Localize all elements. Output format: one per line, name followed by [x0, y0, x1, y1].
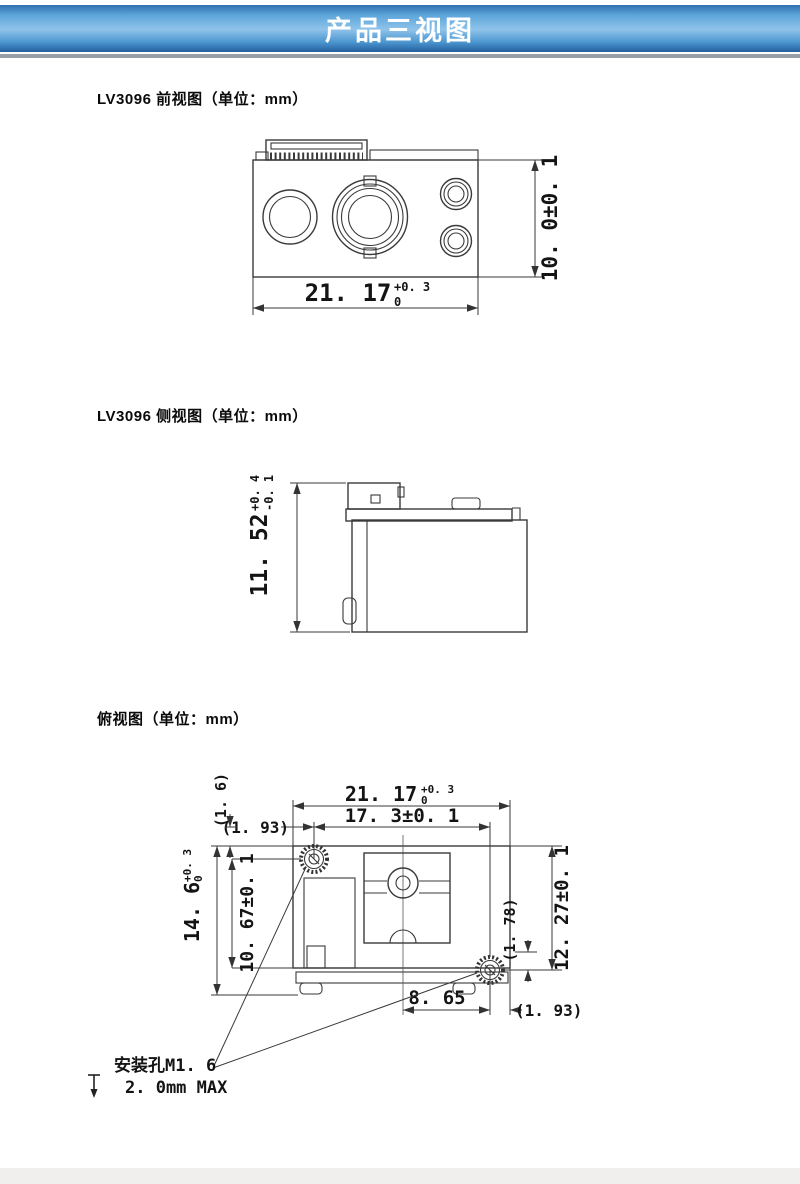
- mount-note-text: 安装孔M1. 6: [114, 1055, 216, 1076]
- top-1p6-dimension: (1. 6): [212, 773, 237, 858]
- top-body-outline: [292, 835, 511, 1015]
- top-hole-span-text: 17. 3±0. 1: [345, 805, 459, 827]
- front-height-dim-text: 10. 0±0. 1: [538, 155, 562, 281]
- top-height-tol-up: +0. 3: [181, 849, 194, 882]
- side-height-dim-text: 11. 52: [247, 513, 273, 596]
- banner-underline: [0, 54, 800, 58]
- front-led-windows: [439, 177, 473, 258]
- top-right-height-dimension: 12. 27±0. 1: [503, 845, 573, 971]
- front-lens-center: [331, 175, 409, 259]
- header-banner: 产品三视图: [0, 5, 800, 52]
- top-height-dimension: 14. 6 +0. 3 0: [180, 845, 298, 996]
- front-view-drawing: 10. 0±0. 1 21. 17 +0. 3 0: [252, 139, 562, 315]
- top-width-dimension: 21. 17 +0. 3 0: [292, 782, 511, 846]
- side-view-drawing: 11. 52 +0. 4 -0. 1: [247, 475, 528, 633]
- side-body-outline: [342, 482, 528, 633]
- top-width-dim-text: 21. 17: [345, 782, 417, 806]
- top-bottom-offset-text: (1. 93): [515, 1001, 582, 1020]
- depth-symbol-icon: [88, 1074, 100, 1098]
- side-height-tol-dn: -0. 1: [262, 475, 276, 511]
- mount-hole-callout: 安装孔M1. 6 2. 0mm MAX: [88, 866, 478, 1098]
- top-hole-height-text: 10. 67±0. 1: [237, 853, 258, 972]
- top-hole-x-text: 8. 65: [408, 987, 465, 1009]
- top-view-label: 俯视图（单位：mm）: [97, 711, 249, 728]
- footer-strip: [0, 1168, 800, 1184]
- side-height-dimension: 11. 52 +0. 4 -0. 1: [247, 475, 350, 633]
- top-width-tol-dn: 0: [421, 794, 428, 807]
- top-left-offset-text: (1. 93): [222, 818, 289, 837]
- top-height-tol-dn: 0: [192, 875, 205, 882]
- front-width-tol-dn: 0: [394, 295, 401, 309]
- front-view-label: LV3096 前视图（单位：mm）: [97, 91, 308, 108]
- top-right-height-text: 12. 27±0. 1: [551, 845, 573, 971]
- front-width-dim-text: 21. 17: [305, 279, 392, 307]
- top-offset-1p78-text: (1. 78): [501, 898, 519, 961]
- top-width-tol-up: +0. 3: [421, 783, 454, 796]
- front-height-dimension: 10. 0±0. 1: [478, 155, 562, 281]
- top-height-dim-text: 14. 6: [180, 882, 204, 942]
- top-hole-x-dimension: 8. 65 (1. 93): [403, 968, 582, 1020]
- depth-note-text: 2. 0mm MAX: [125, 1078, 228, 1098]
- top-1p78-dimension: (1. 78): [501, 898, 537, 982]
- side-view-label: LV3096 侧视图（单位：mm）: [97, 408, 308, 425]
- front-width-tol-up: +0. 3: [394, 280, 430, 294]
- page-title: 产品三视图: [325, 16, 475, 46]
- side-height-tol-up: +0. 4: [248, 475, 262, 511]
- top-view-drawing: 21. 17 +0. 3 0 (1. 93) 17. 3±0. 1 (1. 6): [88, 773, 582, 1098]
- front-body-outline: [252, 139, 479, 278]
- front-width-dimension: 21. 17 +0. 3 0: [252, 277, 479, 315]
- top-hole-span-dimension: (1. 93) 17. 3±0. 1: [222, 805, 491, 957]
- front-lens-left: [262, 189, 318, 245]
- top-offset-1p6-text: (1. 6): [212, 773, 230, 827]
- top-hole-height-dimension: 10. 67±0. 1: [228, 853, 301, 973]
